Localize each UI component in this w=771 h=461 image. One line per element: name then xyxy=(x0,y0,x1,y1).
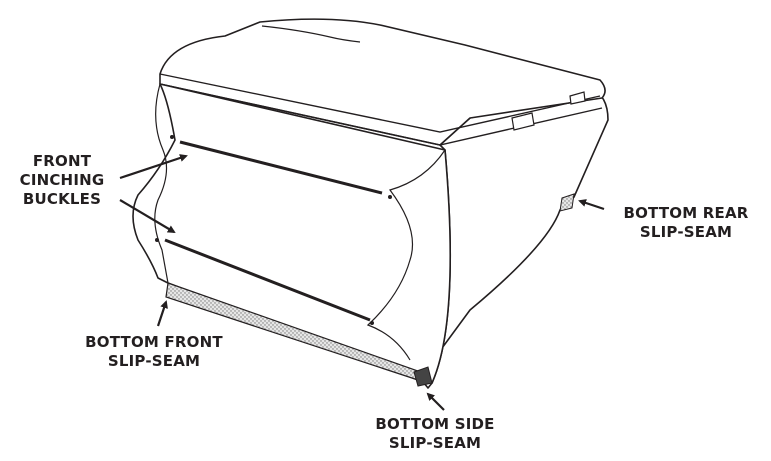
front-panel-left-fold xyxy=(154,83,169,284)
upper-right-buckle-rivet xyxy=(388,195,392,199)
top-ridge-seam xyxy=(261,25,361,43)
front-cinching-buckles-line-2: CINCHING xyxy=(19,171,105,189)
top-trim-band xyxy=(159,73,603,146)
bottom-front-slip-seam-line-2: SLIP-SEAM xyxy=(107,352,201,370)
front-buckles-arrow-upper xyxy=(119,154,188,180)
rear-handle-right xyxy=(569,91,586,105)
bottom-side-slip-seam-strip xyxy=(413,366,433,387)
bottom-rear-slip-seam-strip xyxy=(559,193,575,212)
lower-left-buckle-rivet xyxy=(155,238,159,242)
bottom-side-slip-seam-label: BOTTOM SIDE SLIP-SEAM xyxy=(360,415,510,453)
cover-front-panel xyxy=(132,83,452,384)
upper-left-buckle-rivet xyxy=(170,135,174,139)
bottom-rear-arrow xyxy=(578,199,605,211)
bottom-side-arrow xyxy=(426,392,445,411)
bottom-side-slip-seam-line-1: BOTTOM SIDE xyxy=(375,415,495,433)
bottom-side-slip-seam-line-2: SLIP-SEAM xyxy=(388,434,482,452)
bottom-front-arrow xyxy=(156,300,168,327)
rear-handle-left xyxy=(511,112,535,131)
front-cinching-buckles-line-3: BUCKLES xyxy=(22,190,102,208)
front-cinching-buckles-label: FRONT CINCHING BUCKLES xyxy=(0,152,124,209)
front-cinching-buckles-line-1: FRONT xyxy=(32,152,92,170)
bottom-front-slip-seam-label: BOTTOM FRONT SLIP-SEAM xyxy=(70,333,238,371)
upper-cinching-strap xyxy=(179,140,383,195)
front-buckles-arrow-lower xyxy=(119,199,176,234)
lower-right-buckle-rivet xyxy=(370,321,374,325)
lower-cinching-strap xyxy=(164,238,371,322)
front-panel-right-fold xyxy=(366,149,446,361)
bottom-rear-slip-seam-line-1: BOTTOM REAR xyxy=(623,204,749,222)
cover-top-panel xyxy=(159,18,606,146)
bottom-front-slip-seam-line-1: BOTTOM FRONT xyxy=(85,333,223,351)
bottom-rear-slip-seam-line-2: SLIP-SEAM xyxy=(639,223,733,241)
bottom-rear-slip-seam-label: BOTTOM REAR SLIP-SEAM xyxy=(606,204,766,242)
